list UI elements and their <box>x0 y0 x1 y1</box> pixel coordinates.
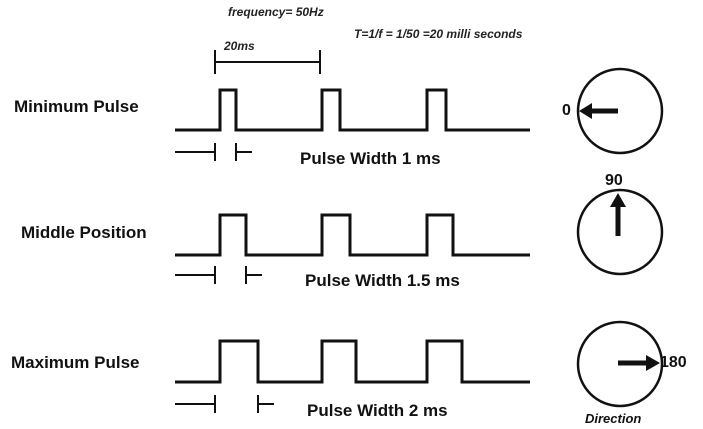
period-formula: T=1/f = 1/50 =20 milli seconds <box>354 27 523 41</box>
pulse-width-bracket-minimum <box>175 143 252 161</box>
angle-label-90: 90 <box>605 172 623 189</box>
row-label-middle: Middle Position <box>21 223 147 242</box>
row-label-maximum: Maximum Pulse <box>11 353 140 372</box>
angle-label-0: 0 <box>562 102 571 119</box>
frequency-label: frequency= 50Hz <box>228 5 324 19</box>
pulse-width-label-middle: Pulse Width 1.5 ms <box>305 271 460 290</box>
pulse-waveform-middle <box>175 213 530 257</box>
pulse-width-bracket-middle <box>175 266 262 284</box>
angle-label-180: 180 <box>660 354 687 371</box>
pulse-waveform-minimum <box>175 88 530 132</box>
period-marker-label: 20ms <box>224 39 255 53</box>
pulse-width-label-minimum: Pulse Width 1 ms <box>300 149 441 168</box>
pulse-width-label-maximum: Pulse Width 2 ms <box>307 401 448 420</box>
direction-caption: Direction <box>585 411 642 426</box>
pulse-waveform-maximum <box>175 339 530 384</box>
servo-dial-180 <box>576 320 664 408</box>
period-bracket <box>214 50 321 74</box>
pulse-width-bracket-maximum <box>175 395 274 413</box>
servo-dial-0 <box>576 67 664 155</box>
row-label-minimum: Minimum Pulse <box>14 97 139 116</box>
servo-dial-90 <box>576 188 664 276</box>
